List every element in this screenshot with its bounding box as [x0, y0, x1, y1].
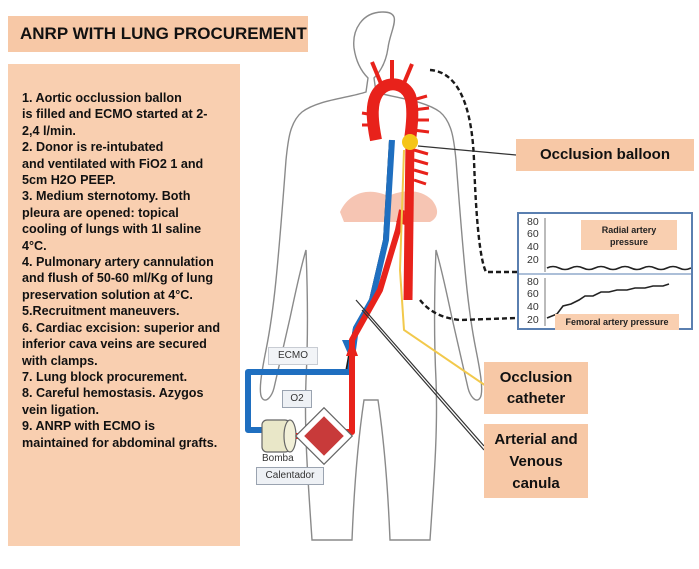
occlusion-balloon	[402, 134, 418, 150]
body-silhouette	[259, 11, 483, 541]
step-line: is filled and ECMO started at 2-	[22, 107, 208, 122]
step-line: 4. Pulmonary artery cannulation	[22, 255, 214, 270]
balloon-leader-line	[417, 145, 517, 156]
radial-pressure-line	[429, 68, 517, 274]
femoral-tick-label: 80	[527, 276, 539, 288]
step-line: 6. Cardiac excision: superior and	[22, 320, 221, 335]
arterial-line	[330, 209, 405, 435]
femoral-pressure-trace	[546, 283, 670, 319]
pressure-monitor-panel: 80 60 40 20 80 60 40 20 Radial artery pr…	[517, 212, 693, 330]
step-line: 5.Recruitment maneuvers.	[22, 304, 180, 319]
oxygenator-core	[304, 416, 344, 456]
radial-tick-label: 40	[527, 241, 539, 253]
step-line: with clamps.	[22, 353, 98, 368]
callout-line: catheter	[506, 390, 566, 407]
femoral-pressure-line	[419, 299, 518, 322]
step-line: cooling of lungs with 1l saline	[22, 222, 202, 237]
arterial-arrow-icon	[346, 340, 358, 356]
step-line: 7. Lung block procurement.	[22, 369, 188, 384]
canula-callout: Arterial and Venous canula	[484, 424, 588, 498]
calentador-label: Calentador	[256, 467, 324, 485]
step-line: 1. Aortic occlussion ballon	[22, 91, 182, 105]
step-line: preservation solution at 4°C.	[22, 287, 193, 302]
step-line: and flush of 50-60 ml/Kg of lung	[22, 271, 214, 286]
caption-line: Radial artery	[601, 225, 657, 235]
occlusion-catheter-callout: Occlusion catheter	[484, 362, 588, 414]
aortic-arch	[366, 78, 419, 142]
femoral-tick-label: 40	[527, 301, 539, 313]
step-line: 9. ANRP with ECMO is	[22, 419, 155, 434]
canula-leader-line-2	[361, 309, 485, 451]
step-line: 2. Donor is re-intubated	[22, 140, 164, 155]
step-line: inferior cava veins are secured	[22, 337, 207, 352]
callout-line: Venous	[509, 453, 563, 470]
callout-line: Arterial and	[494, 431, 578, 448]
step-line: and ventilated with FiO2 1 and	[22, 156, 204, 171]
ecmo-label: ECMO	[268, 347, 318, 365]
o2-label: O2	[282, 390, 312, 408]
femoral-tick-label: 20	[527, 314, 539, 326]
callout-line: canula	[512, 475, 560, 492]
radial-pressure-trace	[546, 265, 691, 271]
femoral-pressure-caption: Femoral artery pressure	[555, 314, 679, 330]
occlusion-balloon-callout: Occlusion balloon	[516, 139, 694, 171]
pressure-traces	[519, 218, 691, 326]
step-line: 2,4 l/min.	[22, 123, 76, 138]
step-line: 3. Medium sternotomy. Both	[22, 189, 191, 204]
step-line: 8. Careful hemostasis. Azygos	[22, 386, 204, 401]
radial-tick-label: 60	[527, 228, 539, 240]
page-title: ANRP WITH LUNG PROCUREMENT	[8, 16, 308, 52]
step-line: maintained for abdominal grafts.	[22, 435, 218, 450]
step-line: 5cm H2O PEEP.	[22, 173, 116, 188]
radial-tick-label: 80	[527, 216, 539, 228]
callout-line: Occlusion	[499, 369, 573, 386]
caption-line: pressure	[609, 237, 649, 247]
occlusion-catheter-line	[398, 149, 493, 391]
bomba-label: Bomba	[262, 453, 294, 464]
procedure-steps-panel: 1. Aortic occlussion ballon is filled an…	[8, 64, 240, 546]
step-line: 4°C.	[22, 238, 47, 253]
pump-cap	[283, 419, 297, 453]
canula-leader-line-1	[355, 299, 485, 447]
step-line: pleura are opened: topical	[22, 205, 179, 220]
neck-arteries	[370, 60, 414, 89]
venous-line	[245, 139, 395, 433]
descending-aorta	[403, 139, 415, 301]
femoral-tick-label: 60	[527, 288, 539, 300]
intercostal-arteries	[361, 94, 430, 186]
radial-tick-label: 20	[527, 254, 539, 266]
step-line: vein ligation.	[22, 402, 99, 417]
radial-pressure-caption: Radial artery pressure	[581, 220, 677, 250]
